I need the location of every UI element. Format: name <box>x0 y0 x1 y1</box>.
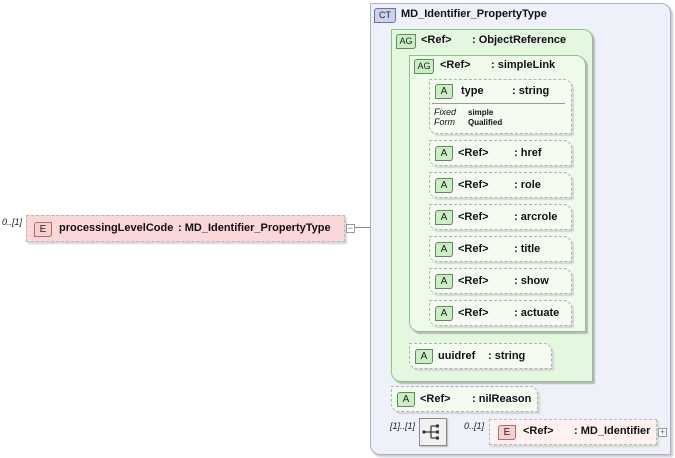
role-attribute[interactable]: A <Ref> : role <box>429 172 572 198</box>
href-attribute-badge: A <box>435 146 453 161</box>
root-element-label: processingLevelCode <box>59 222 174 234</box>
title-attribute-ref: <Ref> <box>458 243 489 255</box>
simple-link-ref: <Ref> <box>440 59 471 71</box>
show-attribute-badge: A <box>435 274 453 289</box>
uuidref-attribute-type: : string <box>488 350 526 362</box>
simple-link-badge: AG <box>414 59 434 74</box>
fixed-label: Fixed <box>434 107 457 117</box>
title-attribute-name: : title <box>514 243 541 255</box>
object-reference-badge: AG <box>396 34 416 49</box>
arcrole-attribute-name: : arcrole <box>514 211 558 223</box>
nil-reason-attribute[interactable]: A <Ref> : nilReason <box>391 386 538 412</box>
root-multiplicity: 0..[1] <box>2 217 23 227</box>
type-attribute[interactable]: A type : string Fixed simple Form Qualif… <box>429 79 572 134</box>
form-value: Qualified <box>468 118 503 127</box>
role-attribute-ref: <Ref> <box>458 179 489 191</box>
type-attribute-type: : string <box>512 85 550 97</box>
simple-link-name: : simpleLink <box>491 59 556 71</box>
sequence-icon <box>422 424 439 440</box>
type-attribute-name: type <box>461 85 484 97</box>
type-attribute-badge: A <box>435 84 453 99</box>
object-reference-name: : ObjectReference <box>472 34 567 46</box>
href-attribute-name: : href <box>514 147 542 159</box>
complex-type-title: MD_Identifier_PropertyType <box>401 8 547 20</box>
form-label: Form <box>434 117 455 127</box>
title-attribute-badge: A <box>435 242 453 257</box>
root-element-badge: E <box>34 222 52 237</box>
complex-type-badge: CT <box>374 8 396 23</box>
actuate-attribute-ref: <Ref> <box>458 307 489 319</box>
sequence-compositor[interactable] <box>419 418 447 446</box>
uuidref-attribute-name: uuidref <box>438 350 476 362</box>
child-element-box[interactable]: E <Ref> : MD_Identifier <box>489 419 657 445</box>
root-element-type: : MD_Identifier_PropertyType <box>178 222 331 234</box>
actuate-attribute-name: : actuate <box>514 307 560 319</box>
arcrole-attribute[interactable]: A <Ref> : arcrole <box>429 204 572 230</box>
child-element-multiplicity: 0..[1] <box>464 421 485 431</box>
child-element-name: : MD_Identifier <box>574 425 651 437</box>
actuate-attribute-badge: A <box>435 306 453 321</box>
uuidref-attribute-badge: A <box>415 349 433 364</box>
actuate-attribute[interactable]: A <Ref> : actuate <box>429 300 572 326</box>
show-attribute-ref: <Ref> <box>458 275 489 287</box>
child-element-ref: <Ref> <box>523 425 554 437</box>
title-attribute[interactable]: A <Ref> : title <box>429 236 572 262</box>
nil-reason-attribute-ref: <Ref> <box>420 393 451 405</box>
arcrole-attribute-badge: A <box>435 210 453 225</box>
sequence-multiplicity: [1]..[1] <box>390 421 416 431</box>
show-attribute-name: : show <box>514 275 549 287</box>
role-attribute-badge: A <box>435 178 453 193</box>
show-attribute[interactable]: A <Ref> : show <box>429 268 572 294</box>
uuidref-attribute[interactable]: A uuidref : string <box>409 343 552 369</box>
arcrole-attribute-ref: <Ref> <box>458 211 489 223</box>
child-element-expand-toggle[interactable]: + <box>658 427 667 437</box>
root-collapse-toggle[interactable]: − <box>346 223 355 233</box>
root-element-box[interactable]: E processingLevelCode : MD_Identifier_Pr… <box>26 215 345 242</box>
fixed-value: simple <box>468 108 494 117</box>
type-attribute-divider <box>432 103 565 104</box>
href-attribute[interactable]: A <Ref> : href <box>429 140 572 166</box>
href-attribute-ref: <Ref> <box>458 147 489 159</box>
nil-reason-attribute-badge: A <box>397 392 415 407</box>
role-attribute-name: : role <box>514 179 541 191</box>
child-element-badge: E <box>498 425 516 440</box>
root-connector <box>354 227 380 228</box>
nil-reason-attribute-name: : nilReason <box>472 393 532 405</box>
object-reference-ref: <Ref> <box>421 34 452 46</box>
